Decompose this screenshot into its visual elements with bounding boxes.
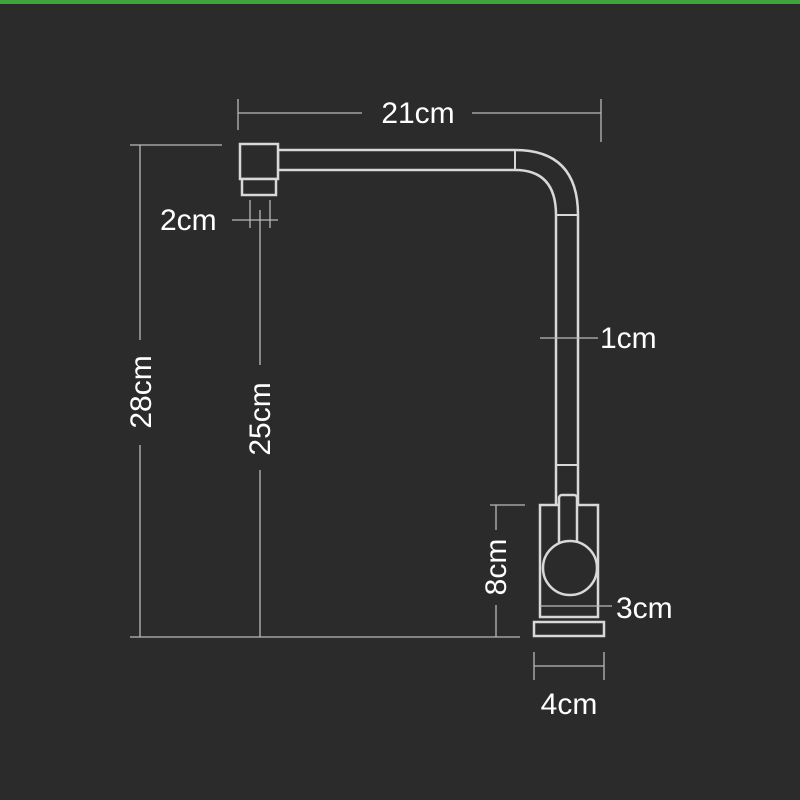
- aerator-head: [238, 142, 280, 181]
- spout-pipe: [276, 148, 580, 507]
- label-pipe-diameter: 1cm: [600, 322, 657, 355]
- label-aerator-size: 2cm: [160, 204, 217, 237]
- dimension-spout-clearance: 25cm: [244, 210, 277, 637]
- label-base-width: 4cm: [541, 688, 598, 721]
- dimension-pipe-diameter: 1cm: [540, 322, 657, 355]
- top-accent-bar: [0, 0, 800, 4]
- dimension-body-width: 3cm: [540, 592, 673, 625]
- dimension-base-width: 4cm: [533, 652, 605, 721]
- aerator-tip: [240, 177, 278, 197]
- base-plate: [532, 620, 606, 638]
- dimension-aerator-size: 2cm: [160, 200, 278, 237]
- label-spout-reach: 21cm: [381, 97, 454, 130]
- label-body-height: 8cm: [480, 539, 513, 596]
- label-body-width: 3cm: [616, 592, 673, 625]
- label-spout-clearance: 25cm: [244, 382, 277, 455]
- dimension-spout-reach: 21cm: [237, 97, 602, 142]
- faucet-outline: [238, 142, 606, 638]
- label-total-height: 28cm: [125, 355, 158, 428]
- handle-knob: [541, 539, 599, 597]
- handle-lever: [557, 493, 579, 547]
- dimension-body-height: 8cm: [480, 504, 525, 637]
- dimension-total-height: 28cm: [125, 144, 520, 638]
